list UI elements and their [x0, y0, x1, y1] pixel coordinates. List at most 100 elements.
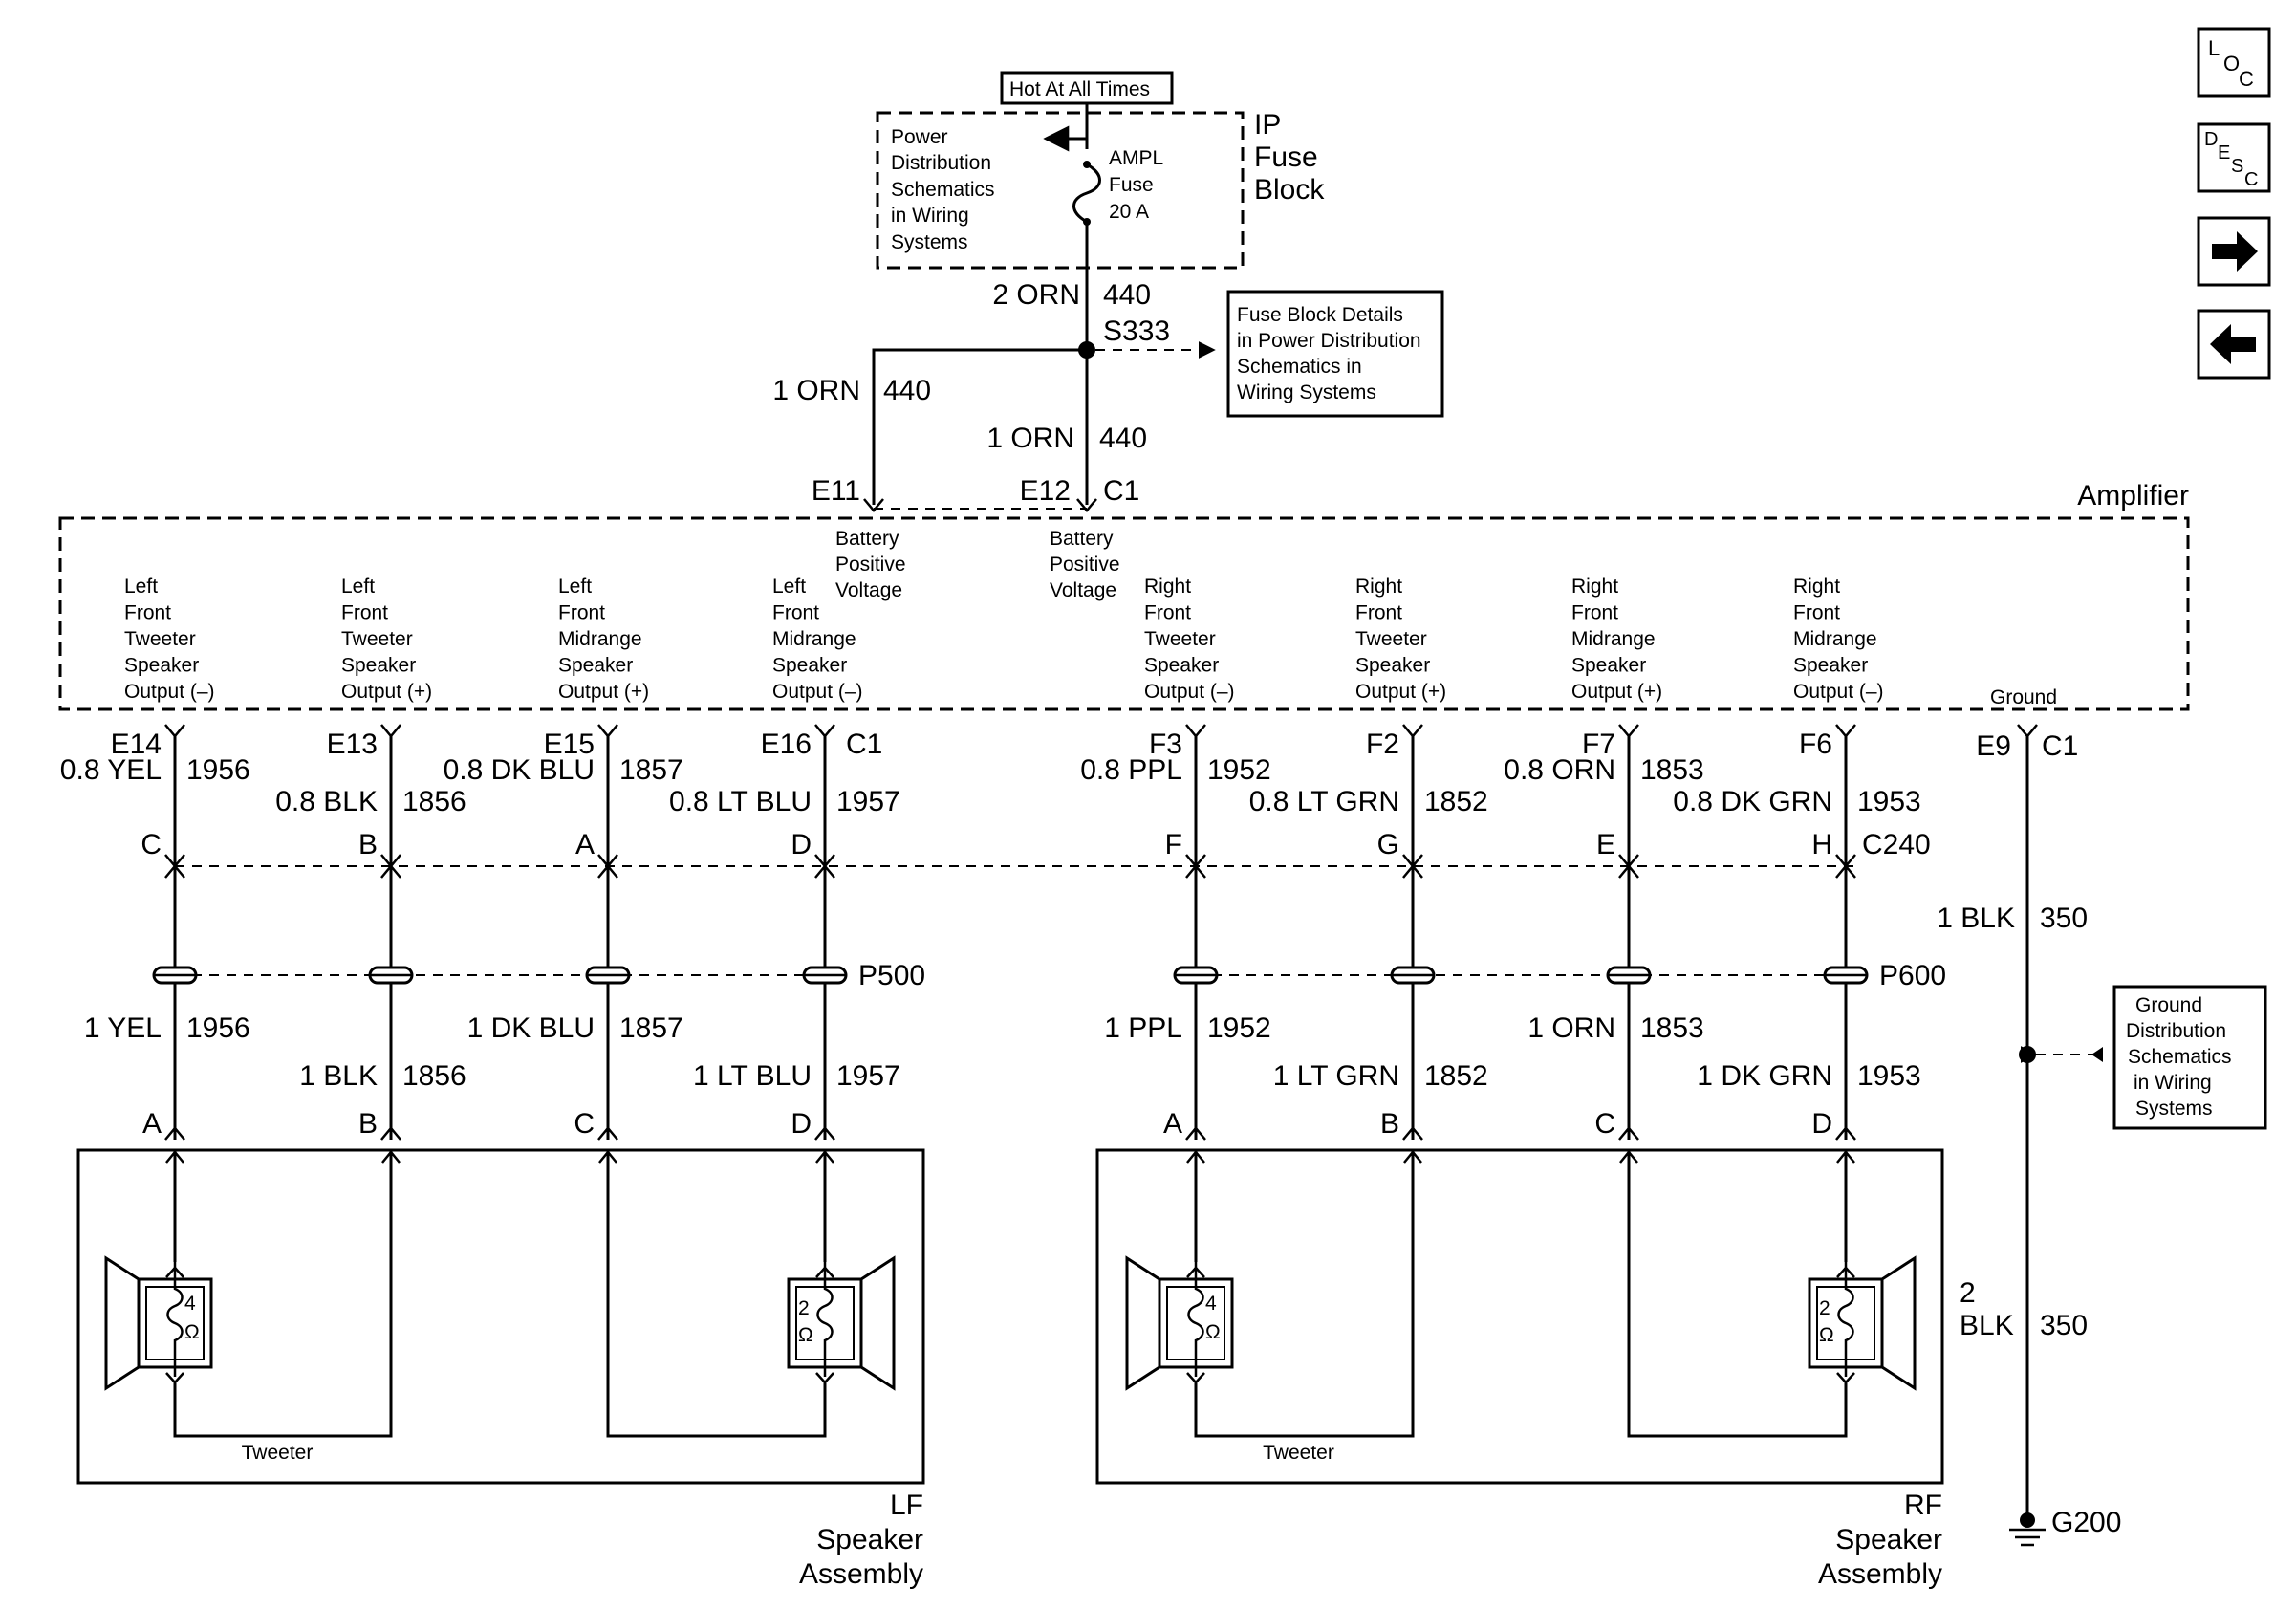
pin-label: F — [1165, 829, 1182, 860]
pin-label: E15 — [544, 729, 595, 760]
circuit-number: 1952 — [1207, 754, 1271, 786]
svg-text:Distribution: Distribution — [891, 152, 991, 174]
svg-text:Speaker: Speaker — [816, 1524, 923, 1556]
amp-output-label: Front — [772, 602, 819, 624]
amp-label-ground: Ground — [1990, 686, 2057, 708]
circuit-number: 350 — [2040, 903, 2088, 934]
svg-text:Fuse Block Details: Fuse Block Details — [1237, 304, 1403, 326]
ohm-symbol: Ω — [1205, 1321, 1221, 1343]
ampl-fuse-label: AMPL Fuse 20 A — [1109, 147, 1163, 223]
ohm-value: 2 — [1819, 1297, 1830, 1319]
amp-output-label: Right — [1144, 576, 1191, 598]
wire-size: 2 — [1960, 1277, 1976, 1309]
amp-output-label: Front — [558, 602, 605, 624]
svg-text:Hot At All Times: Hot At All Times — [1009, 78, 1150, 100]
connector-c240-label: C240 — [1862, 829, 1931, 860]
ground-distribution-ref: Ground Distribution Schematics in Wiring… — [2112, 985, 2267, 1130]
svg-text:C: C — [2244, 169, 2258, 190]
circuit-number: 350 — [2040, 1310, 2088, 1341]
loc-button[interactable]: L O C — [2197, 27, 2271, 98]
svg-text:AMPL: AMPL — [1109, 147, 1163, 169]
svg-text:in Power Distribution: in Power Distribution — [1237, 330, 1421, 352]
pin-label: C — [1594, 1108, 1615, 1140]
svg-text:O: O — [2223, 52, 2240, 76]
circuit-number: 440 — [1103, 279, 1151, 311]
wire-size: 0.8 ORN — [1504, 754, 1615, 786]
pin-label: A — [142, 1108, 162, 1140]
connector-p600-label: P600 — [1879, 960, 1946, 991]
ground-icon — [2009, 1512, 2046, 1547]
amp-output-label: Output (–) — [1144, 681, 1235, 703]
wire-size: 1 LT BLU — [693, 1060, 812, 1092]
circuit-number: 1953 — [1857, 1060, 1921, 1092]
wire-size: 1 YEL — [84, 1012, 162, 1044]
amp-output-label: Midrange — [1793, 628, 1877, 650]
svg-text:Block: Block — [1254, 174, 1325, 206]
svg-text:C: C — [2239, 67, 2254, 91]
arrow-right-icon — [2212, 231, 2258, 272]
rf-speaker-assembly — [1095, 1148, 1944, 1485]
next-button[interactable] — [2197, 216, 2271, 287]
amp-output-label: Left — [341, 576, 375, 598]
svg-text:RF: RF — [1904, 1490, 1942, 1521]
pin-label: H — [1811, 829, 1832, 860]
pin-label: F3 — [1149, 729, 1182, 760]
pin-label: B — [358, 1108, 378, 1140]
amp-output-label: Speaker — [558, 655, 633, 677]
amp-output-label: Tweeter — [341, 628, 413, 650]
amp-output-label: Front — [124, 602, 171, 624]
wire-size: 1 BLK — [1937, 903, 2015, 934]
pin-label: B — [358, 829, 378, 860]
ohm-value: 2 — [798, 1297, 810, 1319]
connector-label: C1 — [2042, 730, 2078, 762]
pin-label: E12 — [1020, 475, 1071, 507]
svg-text:Ground: Ground — [2135, 994, 2202, 1016]
tweeter-label: Tweeter — [1263, 1442, 1334, 1464]
connector-label: C1 — [846, 729, 882, 760]
fuse-block-details-ref: Fuse Block Details in Power Distribution… — [1226, 290, 1444, 418]
svg-text:Distribution: Distribution — [2126, 1020, 2226, 1042]
svg-text:Positive: Positive — [835, 554, 906, 576]
amp-output-label: Output (–) — [1793, 681, 1884, 703]
pin-label: D — [791, 1108, 812, 1140]
arrow-left-icon — [2210, 324, 2256, 364]
pin-label: E13 — [327, 729, 378, 760]
pin-label: F7 — [1582, 729, 1615, 760]
amp-output-label: Right — [1355, 576, 1402, 598]
pin-label: F6 — [1799, 729, 1832, 760]
wire-size: 1 LT GRN — [1273, 1060, 1399, 1092]
svg-text:Ground: Ground — [1990, 686, 2057, 708]
amp-output-label: Front — [1144, 602, 1191, 624]
circuit-number: 1857 — [619, 754, 683, 786]
svg-text:Voltage: Voltage — [1050, 579, 1116, 601]
amp-output-label: Speaker — [124, 655, 199, 677]
amp-label-battery-2: Battery Positive Voltage — [1050, 528, 1120, 601]
ohm-value: 4 — [1205, 1293, 1217, 1315]
amp-output-label: Output (+) — [341, 681, 432, 703]
circuit-number: 1857 — [619, 1012, 683, 1044]
circuit-number: 1852 — [1424, 786, 1488, 817]
lf-speaker-label: LF Speaker Assembly — [799, 1490, 923, 1590]
pin-label: E9 — [1976, 730, 2011, 762]
amp-output-label: Tweeter — [1144, 628, 1216, 650]
wire-size: 1 DK GRN — [1697, 1060, 1832, 1092]
amp-output-label: Left — [558, 576, 592, 598]
desc-button[interactable]: D E S C — [2197, 122, 2271, 193]
svg-text:Voltage: Voltage — [835, 579, 902, 601]
svg-text:Systems: Systems — [2135, 1098, 2213, 1120]
wire-size: 1 PPL — [1104, 1012, 1182, 1044]
lf-speaker-assembly — [76, 1148, 925, 1485]
wire-size: BLK — [1960, 1310, 2014, 1341]
ohm-symbol: Ω — [798, 1324, 813, 1346]
amp-output-label: Right — [1571, 576, 1618, 598]
pin-label: C — [141, 829, 162, 860]
amp-output-label: Speaker — [341, 655, 416, 677]
circuit-number: 1856 — [402, 1060, 466, 1092]
hot-at-all-times-label: Hot At All Times — [1000, 71, 1174, 105]
circuit-number: 1957 — [836, 786, 900, 817]
back-button[interactable] — [2197, 309, 2271, 380]
circuit-number: 1853 — [1640, 754, 1704, 786]
amp-output-label: Left — [124, 576, 158, 598]
